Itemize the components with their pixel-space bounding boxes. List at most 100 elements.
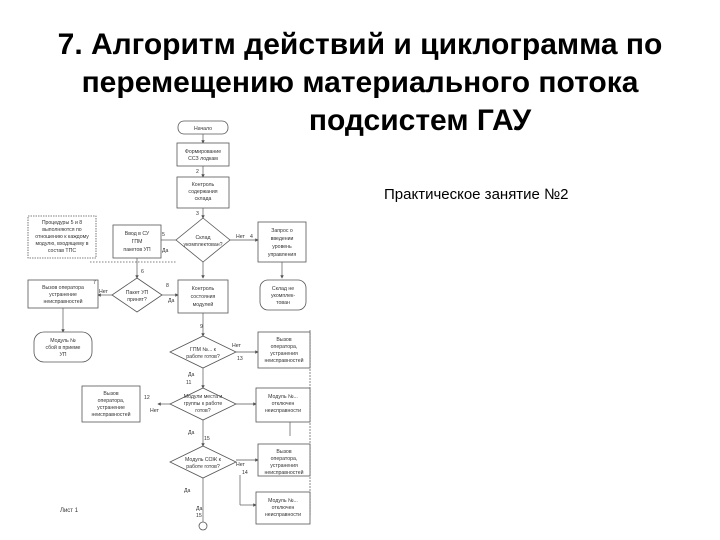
gpm-decision: ГПМ №... к работе готов? — [169, 335, 237, 369]
svg-text:отключен: отключен — [272, 505, 295, 511]
label-14: 14 — [242, 470, 248, 476]
svg-text:Модуль №...: Модуль №... — [268, 498, 298, 504]
svg-text:модулей: модулей — [193, 301, 214, 308]
label-no-3: Нет — [232, 343, 241, 349]
call-operator-box-1: Вызов оператора устранение неисправносте… — [27, 279, 99, 309]
label-13: 13 — [237, 356, 243, 362]
svg-text:состояния: состояния — [191, 294, 216, 300]
page-title: 7. Алгоритм действий и циклограмма по пе… — [0, 26, 720, 140]
label-12: 12 — [144, 395, 150, 401]
label-9: 9 — [200, 324, 203, 330]
svg-text:содержания: содержания — [188, 189, 217, 195]
title-line-3: подсистем ГАУ — [308, 104, 532, 137]
label-no-4: Нет — [150, 408, 159, 414]
sklad-not-complete: Склад не укомплек- тован — [259, 279, 307, 311]
control-modules-box: Контроль состояния модулей — [177, 279, 229, 314]
svg-text:работе готов?: работе готов? — [186, 354, 220, 360]
svg-text:Модули места и: Модули места и — [184, 394, 223, 400]
label-no-1: Нет — [236, 234, 245, 240]
control-content-box: Контроль содержания склада — [176, 176, 230, 209]
svg-text:Вызов: Вызов — [276, 449, 291, 455]
svg-text:Вызов: Вызов — [276, 337, 291, 343]
subtitle: Практическое занятие №2 — [384, 186, 569, 203]
svg-text:оператора,: оператора, — [98, 398, 125, 404]
svg-text:Ввод в СУ: Ввод в СУ — [125, 231, 150, 237]
start-node: Начало — [177, 120, 229, 135]
svg-text:неисправностей: неисправностей — [264, 469, 303, 476]
svg-text:Контроль: Контроль — [192, 286, 215, 292]
svg-text:тован: тован — [276, 300, 290, 306]
call-operator-box-3: Вызов оператора, устранение неисправност… — [81, 385, 141, 423]
title-line-2: перемещению материального потока — [81, 66, 639, 99]
svg-text:управления: управления — [268, 252, 296, 258]
svg-text:Запрос о: Запрос о — [271, 228, 293, 234]
label-no-5: Нет — [236, 462, 245, 468]
label-yes-5: Да — [184, 488, 191, 494]
sheet-label: Лист 1 — [60, 508, 79, 514]
module-fail-box-1: Модуль № сбой в приеме УП — [33, 331, 93, 363]
svg-text:принят?: принят? — [127, 297, 147, 303]
label-15: 15 — [204, 436, 210, 442]
off-page-connector — [198, 521, 208, 531]
svg-text:уровень: уровень — [272, 244, 292, 250]
label-yes-1: Да — [162, 248, 169, 254]
title-line-1: 7. Алгоритм действий и циклограмма по — [57, 28, 663, 61]
label-5: 5 — [162, 232, 165, 238]
svg-text:устранение: устранение — [97, 405, 125, 411]
svg-text:сбой в приеме: сбой в приеме — [46, 344, 81, 351]
svg-text:УП: УП — [59, 352, 66, 358]
call-operator-box-4: Вызов оператора, устранения неисправност… — [257, 443, 311, 477]
svg-text:Склад не: Склад не — [272, 286, 294, 292]
label-yes-4: Да — [188, 430, 195, 436]
label-4: 4 — [250, 234, 253, 240]
call-operator-box-2: Вызов оператора, устранения неисправност… — [257, 331, 311, 369]
svg-text:ГПМ №... к: ГПМ №... к — [190, 347, 217, 353]
label-8: 8 — [166, 283, 169, 289]
svg-text:готов?: готов? — [195, 408, 211, 414]
svg-text:Модуль №: Модуль № — [50, 338, 76, 344]
soj-decision: Модуль СОЖ к работе готов? — [169, 445, 237, 479]
svg-text:устранение: устранение — [49, 292, 77, 298]
svg-text:Пакет УП: Пакет УП — [126, 290, 149, 296]
svg-text:отношению к каждому: отношению к каждому — [35, 234, 89, 240]
svg-text:группы к работе: группы к работе — [184, 401, 223, 407]
label-3: 3 — [196, 211, 199, 217]
svg-text:неисправностей: неисправностей — [91, 411, 130, 418]
svg-text:модулю, входящему в: модулю, входящему в — [35, 241, 88, 247]
label-7: 7 — [93, 280, 96, 286]
svg-text:неисправности: неисправности — [265, 512, 301, 518]
request-box: Запрос о введении уровень управления — [257, 221, 307, 263]
svg-text:неисправности: неисправности — [265, 408, 301, 414]
svg-text:состав ТПС: состав ТПС — [48, 248, 76, 254]
label-11: 11 — [186, 380, 191, 386]
modules-decision: Модули места и группы к работе готов? — [169, 387, 237, 421]
label-yes-2: Да — [168, 298, 175, 304]
svg-text:устранения: устранения — [270, 463, 298, 469]
input-su-box: Ввод в СУ ГПМ пакетов УП — [112, 224, 162, 259]
label-yes-6: Да — [196, 506, 203, 512]
label-6: 6 — [141, 269, 144, 275]
module-fail-box-3: Модуль №... отключен неисправности — [255, 491, 311, 525]
svg-text:Вызов оператора: Вызов оператора — [42, 285, 84, 291]
module-fail-box-2: Модуль №... отключен неисправности — [255, 387, 311, 423]
svg-text:устранения: устранения — [270, 351, 298, 357]
svg-text:оператора,: оператора, — [271, 344, 298, 350]
label-yes-3: Да — [188, 372, 195, 378]
svg-text:Склад: Склад — [195, 235, 210, 241]
svg-text:неисправностей: неисправностей — [43, 298, 82, 305]
svg-text:ССЗ лодкам: ССЗ лодкам — [188, 156, 218, 162]
svg-text:введении: введении — [271, 236, 294, 242]
svg-text:укомплектован?: укомплектован? — [184, 242, 223, 248]
procedures-note: Процедуры 5 и 8 выполняются по отношению… — [27, 215, 97, 259]
svg-text:ГПМ: ГПМ — [132, 239, 143, 245]
svg-text:Формирование: Формирование — [185, 149, 221, 155]
svg-text:оператора,: оператора, — [271, 456, 298, 462]
svg-text:Модуль №...: Модуль №... — [268, 394, 298, 400]
label-no-2: Нет — [99, 289, 108, 295]
svg-text:отключен: отключен — [272, 401, 295, 407]
svg-text:Модуль СОЖ к: Модуль СОЖ к — [185, 457, 222, 463]
sklad-decision: Склад укомплектован? — [175, 217, 231, 263]
flow-lines — [61, 134, 311, 522]
svg-text:Начало: Начало — [194, 126, 212, 132]
